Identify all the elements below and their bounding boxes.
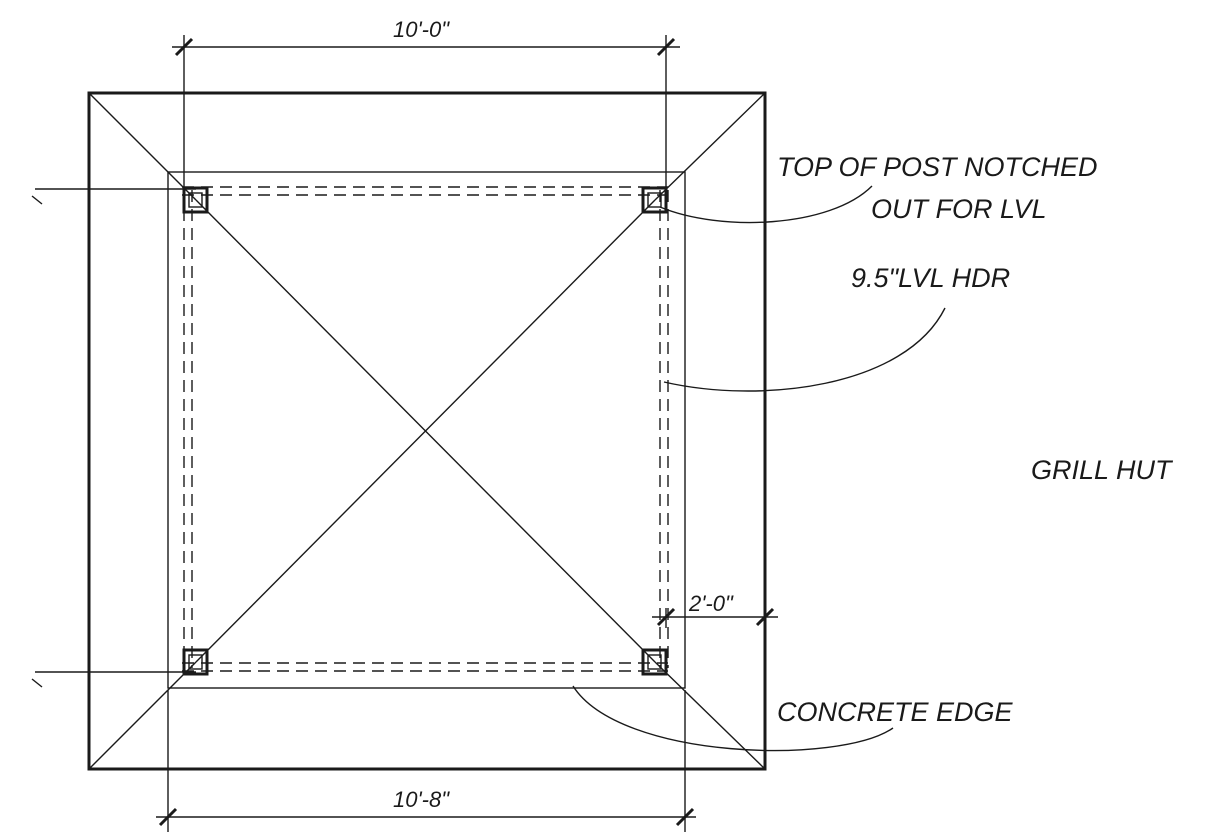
dimension-bottom-label: 10'-8" <box>393 787 450 812</box>
dimension-overhang <box>652 607 778 628</box>
callout-post-line1: TOP OF POST NOTCHED <box>777 152 1098 182</box>
leader-concrete-edge <box>572 685 894 752</box>
ridge-diagonals <box>195 199 656 663</box>
dimension-bottom <box>156 690 696 832</box>
concrete-slab-edge <box>167 171 686 689</box>
leader-lvl-header <box>663 307 946 392</box>
grid-lines-left <box>31 188 196 688</box>
dimension-top-label: 10'-0" <box>393 17 450 42</box>
drawing-title: GRILL HUT <box>1031 455 1174 485</box>
hip-lines <box>88 92 766 770</box>
roof-outline <box>87 91 767 771</box>
lvl-header-dashed <box>182 186 669 672</box>
post-bottom-right <box>641 648 668 676</box>
post-bottom-left <box>182 648 209 676</box>
leader-post-note <box>659 185 873 224</box>
callout-concrete-edge: CONCRETE EDGE <box>777 697 1014 727</box>
callout-post-line2: OUT FOR LVL <box>871 194 1047 224</box>
dimension-top <box>172 35 680 200</box>
posts <box>182 186 668 676</box>
dimension-overhang-label: 2'-0" <box>688 591 734 616</box>
callout-lvl-header: 9.5"LVL HDR <box>851 263 1010 293</box>
